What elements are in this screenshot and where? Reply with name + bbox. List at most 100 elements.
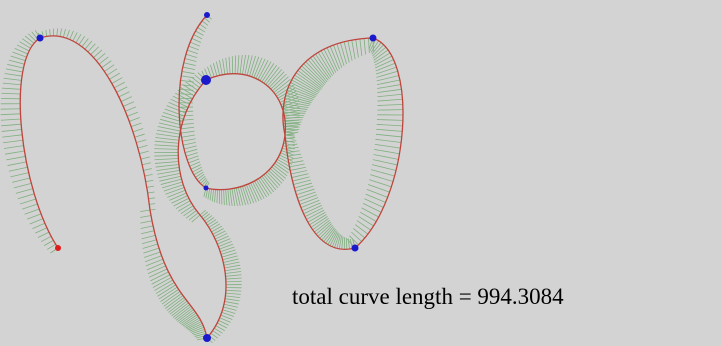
curvature-normal-line [159, 118, 182, 126]
curvature-normal-line [285, 137, 296, 139]
curvature-normal-line [159, 175, 181, 182]
curvature-normal-line [259, 177, 272, 195]
curvature-normal-line [184, 317, 200, 328]
curvature-normal-line [181, 314, 198, 326]
curvature-normal-line [19, 41, 31, 49]
curvature-normal-line [284, 100, 310, 107]
curvature-normal-line [3, 77, 22, 81]
curvature-normal-line [212, 228, 224, 235]
curvature-normal-line [41, 31, 44, 38]
curvature-normal-line [104, 64, 115, 72]
curvature-normal-line [188, 212, 199, 221]
curvature-normal-line [120, 96, 132, 102]
curvature-normal-line [148, 197, 155, 200]
curvature-normal-line [252, 181, 262, 201]
curvature-normal-line [98, 56, 109, 65]
curvature-normal-line [377, 104, 403, 106]
curvature-normal-line [186, 321, 202, 330]
curvature-normal-line [0, 113, 21, 116]
curvature-normal-line [141, 230, 155, 235]
curvature-normal-line [265, 66, 280, 85]
curvature-normal-line [370, 174, 394, 182]
curvature-normal-line [154, 148, 179, 150]
curvature-normal-line [221, 252, 237, 258]
curvature-normal-line [355, 39, 359, 58]
curvature-normal-line [147, 265, 166, 274]
curvature-normal-line [233, 188, 238, 206]
curvature-normal-line [148, 268, 168, 278]
curvature-normal-line [208, 221, 219, 228]
curvature-normal-line [287, 89, 314, 100]
curvature-normal-line [253, 57, 263, 78]
curvature-normal-line [145, 258, 164, 267]
curvature-normal-line [376, 75, 399, 82]
curvature-normal-line [289, 163, 305, 168]
curvature-normal-line [163, 184, 184, 192]
curvature-normal-line [263, 174, 277, 191]
curvature-normal-line [267, 69, 283, 87]
control-point[interactable] [203, 185, 209, 191]
curve-segment [39, 35, 151, 211]
start-point[interactable] [55, 245, 61, 251]
curvature-normal-line [140, 220, 153, 224]
curvature-normal-line [2, 134, 23, 138]
curvature-normal-line [5, 68, 23, 73]
curvature-normal-line [43, 240, 54, 246]
curvature-normal-line [143, 247, 160, 254]
control-point[interactable] [203, 334, 211, 342]
curvature-normal-line [1, 123, 22, 127]
curvature-normal-line [276, 84, 294, 97]
curvature-normal-line [143, 168, 152, 171]
curvature-normal-line [8, 59, 25, 65]
curvature-normal-line [219, 317, 231, 323]
curvature-normal-line [22, 203, 38, 210]
curvature-normal-line [59, 28, 62, 37]
curvature-normal-line [371, 164, 397, 171]
curvature-normal-line [254, 180, 265, 199]
curvature-normal-line [223, 258, 239, 263]
control-point[interactable] [201, 75, 211, 85]
curvature-normal-line [373, 154, 399, 160]
curvature-normal-line [19, 198, 36, 205]
control-point[interactable] [204, 12, 210, 18]
curvature-normal-line [180, 312, 197, 325]
curvature-normal-line [261, 175, 275, 193]
curvature-normal-line [209, 188, 213, 201]
curvature-normal-line [256, 179, 267, 198]
curve-segment [205, 134, 286, 191]
curvature-normal-line [141, 239, 157, 245]
curvature-normal-line [304, 207, 324, 217]
curve-segment [354, 37, 404, 249]
curvature-normal-line [207, 66, 212, 78]
curvature-normal-line [286, 92, 313, 102]
curvature-normal-line [376, 124, 403, 127]
control-point[interactable] [369, 34, 377, 42]
control-point[interactable] [351, 244, 359, 252]
curvature-normal-line [377, 93, 403, 98]
curvature-normal-line [7, 64, 24, 69]
curvature-normal-line [10, 172, 29, 178]
curvature-normal-line [56, 28, 58, 37]
curvature-normal-line [22, 38, 33, 46]
curvature-normal-line [351, 40, 356, 60]
curvature-normal-line [323, 227, 335, 242]
curvature-normal-line [154, 279, 173, 291]
curvature-normal-line [185, 53, 198, 58]
curvature-normal-line [202, 213, 211, 220]
curvature-normal-line [15, 188, 33, 194]
curvature-normal-line [175, 92, 192, 102]
curvature-normal-line [334, 233, 340, 248]
curvature-normal-line [284, 133, 295, 136]
control-points [36, 12, 377, 342]
curvature-normal-line [282, 103, 300, 110]
curvature-normal-line [198, 175, 206, 182]
curvature-normal-line [168, 101, 188, 111]
control-point[interactable] [36, 34, 44, 42]
curvature-normal-line [166, 297, 185, 311]
curvature-normal-line [239, 186, 246, 206]
curvature-normal-line [182, 84, 197, 94]
curvature-normal-line [162, 111, 184, 120]
curvature-normal-line [144, 251, 161, 258]
curvature-normal-line [310, 216, 328, 228]
